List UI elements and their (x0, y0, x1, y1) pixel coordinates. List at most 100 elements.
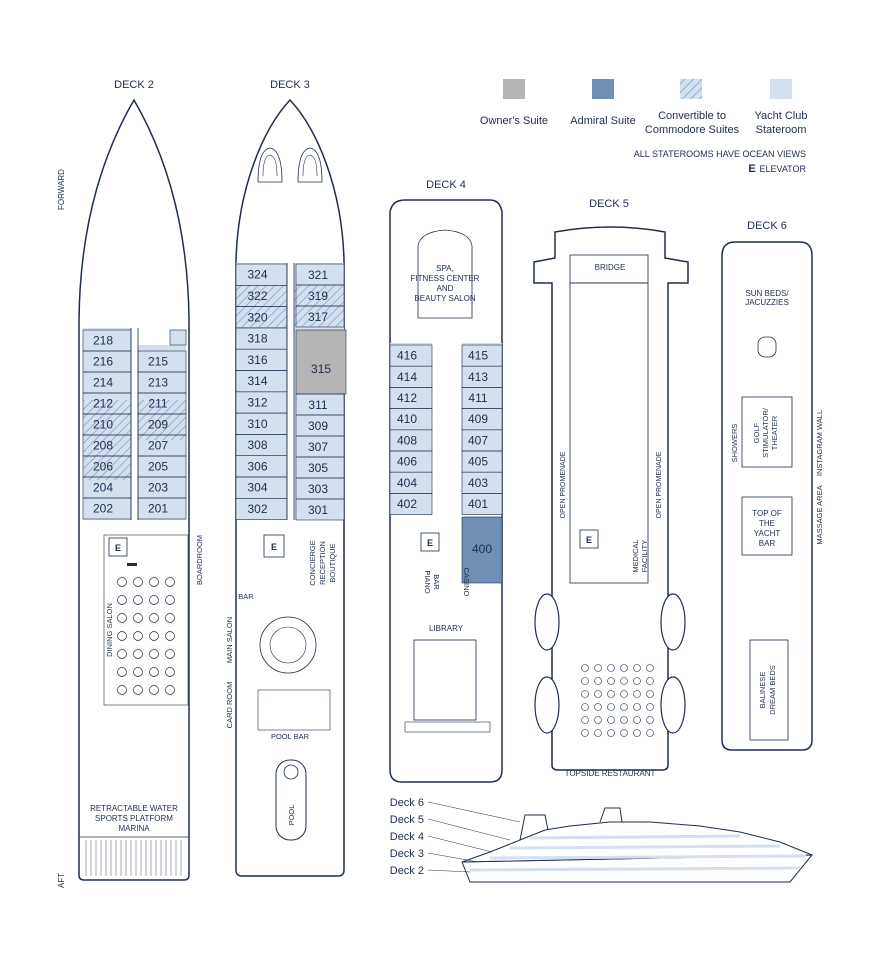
profile-label-deck-3: Deck 3 (390, 848, 424, 860)
deck3-title: DECK 3 (270, 79, 310, 91)
dining-table (165, 595, 175, 605)
deck5-tender-right-1 (660, 593, 686, 651)
dining-table (133, 667, 143, 677)
room-216: 216 (93, 355, 113, 369)
room-301: 301 (308, 503, 328, 517)
room-211: 211 (148, 397, 167, 411)
room-407: 407 (468, 433, 488, 447)
restaurant-table (646, 664, 654, 672)
concierge-label-3: BOUTIQUE (328, 543, 337, 582)
pool-label: POOL (287, 805, 296, 826)
legend-convertible-label-2: Commodore Suites (645, 124, 740, 136)
deck4-elevator-symbol: E (427, 538, 433, 548)
restaurant-table (581, 690, 589, 698)
deck6-title: DECK 6 (747, 220, 787, 232)
restaurant-table (607, 664, 615, 672)
room-320: 320 (247, 310, 267, 324)
dining-table (149, 577, 159, 587)
room-316: 316 (247, 353, 267, 367)
room-310: 310 (247, 417, 267, 431)
concierge-label-1: CONCIERGE (308, 540, 317, 585)
room-303: 303 (308, 482, 328, 496)
restaurant-table (646, 716, 654, 724)
piano-bar-label-2: BAR (432, 574, 441, 590)
restaurant-table (581, 664, 589, 672)
legend-swatch-convertible (680, 79, 702, 99)
deck5-elevator-symbol: E (586, 535, 592, 545)
room-203: 203 (148, 481, 168, 495)
restaurant-table (646, 729, 654, 737)
dining-table (149, 685, 159, 695)
restaurant-table (581, 703, 589, 711)
dining-table (149, 649, 159, 659)
bridge-label: BRIDGE (595, 263, 626, 272)
deck3-elevator-symbol: E (271, 542, 277, 552)
room-409: 409 (468, 412, 488, 426)
casino-label: CASINO (462, 568, 471, 597)
room-213: 213 (148, 376, 168, 390)
room-416: 416 (397, 349, 417, 363)
room-212: 212 (93, 397, 113, 411)
medical-label-2: FACILITY (640, 540, 649, 573)
concierge-label-2: RECEPTION (318, 541, 327, 585)
deck5-title: DECK 5 (589, 198, 629, 210)
spa-label-3: AND (437, 284, 454, 293)
room-401: 401 (468, 497, 488, 511)
pool-bar-label: POOL BAR (271, 732, 310, 741)
room-311: 311 (308, 398, 327, 412)
marina-label-2: SPORTS PLATFORM (95, 814, 173, 823)
dining-table (165, 577, 175, 587)
dining-table (133, 595, 143, 605)
room-202: 202 (93, 502, 113, 516)
room-308: 308 (247, 438, 267, 452)
legend-yacht-label: Yacht Club (755, 110, 808, 122)
boardroom-label: BOARDROOM (195, 535, 204, 585)
deck5-tender-left-1 (534, 593, 560, 651)
deck5-hull (533, 226, 689, 771)
room-205: 205 (148, 460, 168, 474)
room-218: 218 (93, 334, 113, 348)
deck2-elevator (108, 537, 128, 557)
open-promenade-right-label: OPEN PROMENADE (656, 451, 663, 518)
dining-table (117, 649, 127, 659)
cabin-301 (295, 498, 345, 521)
room-404: 404 (397, 476, 417, 490)
restaurant-table (620, 690, 628, 698)
dining-table (133, 613, 143, 623)
room-207: 207 (148, 439, 168, 453)
dining-table (133, 685, 143, 695)
room-309: 309 (308, 419, 328, 433)
forward-label: FORWARD (57, 169, 66, 210)
golf-label-3: THEATER (770, 415, 779, 450)
restaurant-table (633, 690, 641, 698)
sunbeds-label-1: SUN BEDS/ (745, 289, 789, 298)
deck2-convertible-right (138, 400, 186, 440)
restaurant-table (581, 677, 589, 685)
restaurant-table (620, 729, 628, 737)
card-room-label: CARD ROOM (225, 682, 234, 729)
deck2-convertible-left (83, 400, 131, 480)
restaurant-table (633, 729, 641, 737)
room-403: 403 (468, 476, 488, 490)
dining-table (133, 649, 143, 659)
aft-label: AFT (57, 873, 66, 888)
spa-label-2: FITNESS CENTER (411, 274, 480, 283)
deck5-elevator (579, 529, 599, 549)
dining-table (117, 577, 127, 587)
deck4-plan: SPA, FITNESS CENTER AND BEAUTY SALON 400… (389, 199, 503, 783)
room-312: 312 (247, 395, 267, 409)
room-324: 324 (247, 268, 267, 282)
room-402: 402 (397, 497, 417, 511)
deck4-elevator (420, 532, 440, 552)
spa-label-4: BEAUTY SALON (414, 294, 475, 303)
legend-swatch-admiral (592, 79, 614, 99)
topside-restaurant-label: TOPSIDE RESTAURANT (565, 769, 656, 778)
